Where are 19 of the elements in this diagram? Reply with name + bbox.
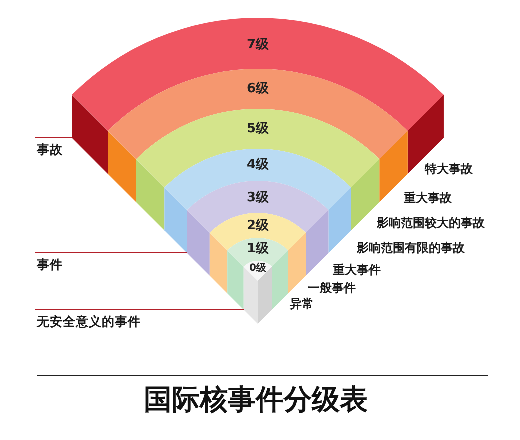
level-description: 一般事件 <box>308 282 356 294</box>
level-label: 6级 <box>246 82 270 96</box>
level-label: 4级 <box>246 158 270 172</box>
level-description: 影响范围较大的事故 <box>377 217 485 229</box>
level-label: 3级 <box>246 192 270 204</box>
level-label: 5级 <box>246 122 270 136</box>
level-description: 特大事故 <box>425 163 473 175</box>
level-description: 重大事故 <box>404 192 452 204</box>
category-label: 事故 <box>37 144 63 156</box>
level-label: 1级 <box>246 242 270 256</box>
level-description: 影响范围有限的事故 <box>357 242 465 254</box>
level-label: 7级 <box>246 38 270 52</box>
category-label: 事件 <box>37 258 63 272</box>
level-description: 重大事件 <box>333 264 381 276</box>
level-description: 异常 <box>290 298 314 310</box>
category-label: 无安全意义的事件 <box>37 316 141 328</box>
level-label: 2级 <box>246 220 270 232</box>
title: 国际核事件分级表 <box>144 386 368 414</box>
level-label: 0级 <box>250 264 266 274</box>
